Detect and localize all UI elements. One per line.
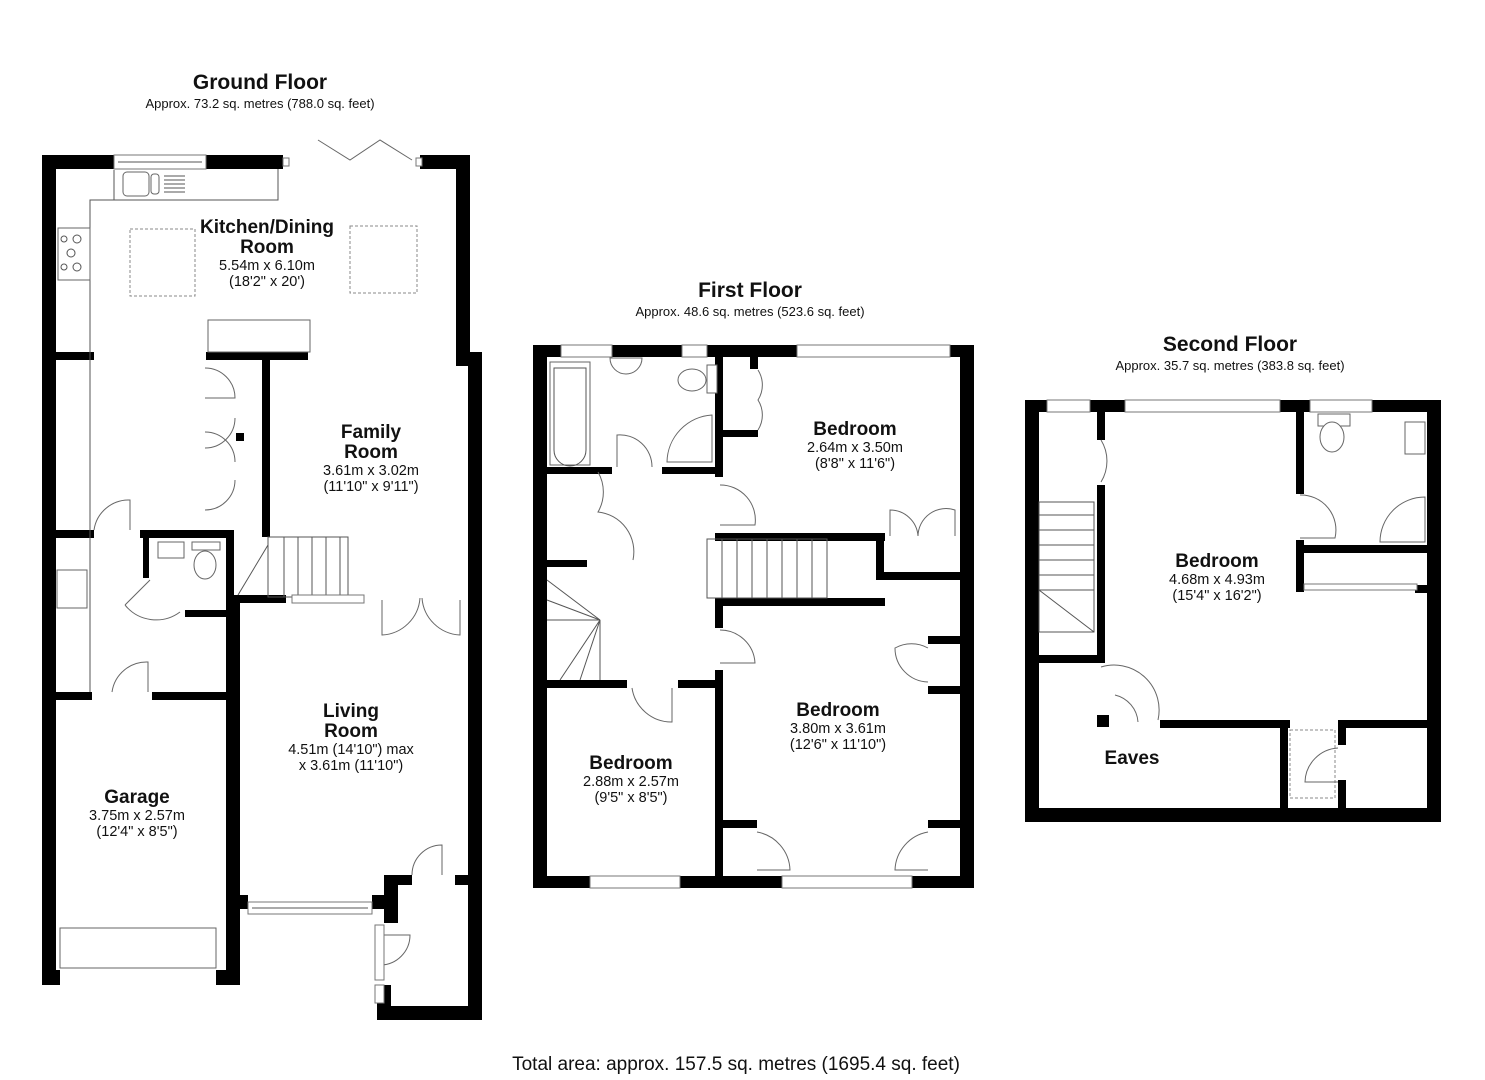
room-label-first-floor-bedroom-3: Bedroom 2.88m x 2.57m (9'5" x 8'5") — [583, 753, 679, 807]
room-label-eaves: Eaves — [1105, 749, 1160, 769]
room-name: Bedroom — [1175, 551, 1259, 572]
room-name: Room — [344, 442, 398, 463]
room-name: Room — [324, 721, 378, 742]
room-dimensions-metric: 3.75m x 2.57m — [89, 808, 185, 824]
first-floor-header: First Floor Approx. 48.6 sq. metres (523… — [635, 279, 865, 320]
room-label-family-room: Family Room 3.61m x 3.02m (11'10" x 9'11… — [323, 422, 419, 496]
room-dimensions-imperial: (12'6" x 11'10") — [789, 737, 887, 753]
ground-floor-plan — [42, 139, 482, 1020]
total-area: Total area: approx. 157.5 sq. metres (16… — [512, 1054, 960, 1075]
room-dimensions-metric: 3.61m x 3.02m — [323, 463, 419, 479]
room-dimensions-imperial: x 3.61m (11'10") — [298, 758, 404, 774]
ground-floor-area: Approx. 73.2 sq. metres (788.0 sq. feet) — [145, 96, 375, 112]
room-dimensions-imperial: (12'4" x 8'5") — [96, 824, 178, 840]
first-floor-title: First Floor — [698, 279, 802, 302]
room-dimensions-imperial: (11'10" x 9'11") — [323, 479, 419, 495]
room-dimensions-imperial: (15'4" x 16'2") — [1172, 588, 1262, 604]
room-name: Family — [340, 422, 402, 443]
room-dimensions-metric: 5.54m x 6.10m — [219, 258, 315, 274]
second-floor-area: Approx. 35.7 sq. metres (383.8 sq. feet) — [1115, 358, 1345, 374]
ground-floor-header: Ground Floor Approx. 73.2 sq. metres (78… — [145, 71, 375, 112]
room-label-living-room: Living Room 4.51m (14'10") max x 3.61m (… — [288, 701, 414, 775]
room-name: Bedroom — [813, 419, 897, 440]
room-dimensions-metric: 4.51m (14'10") max — [288, 742, 414, 758]
room-dimensions-metric: 2.64m x 3.50m — [807, 440, 903, 456]
ground-floor-title: Ground Floor — [192, 71, 328, 94]
room-name: Bedroom — [589, 753, 673, 774]
room-dimensions-metric: 3.80m x 3.61m — [790, 721, 886, 737]
room-label-first-floor-bedroom-2: Bedroom 3.80m x 3.61m (12'6" x 11'10") — [789, 700, 887, 754]
first-floor-area: Approx. 48.6 sq. metres (523.6 sq. feet) — [635, 304, 865, 320]
room-name: Bedroom — [796, 700, 880, 721]
room-label-garage: Garage 3.75m x 2.57m (12'4" x 8'5") — [89, 787, 185, 841]
room-dimensions-metric: 2.88m x 2.57m — [583, 774, 679, 790]
room-label-first-floor-bedroom-1: Bedroom 2.64m x 3.50m (8'8" x 11'6") — [807, 419, 903, 473]
room-name: Room — [240, 237, 294, 258]
second-floor-title: Second Floor — [1162, 333, 1298, 356]
second-floor-plan — [1025, 399, 1441, 822]
room-dimensions-imperial: (18'2" x 20') — [229, 274, 305, 290]
room-label-second-floor-bedroom: Bedroom 4.68m x 4.93m (15'4" x 16'2") — [1169, 551, 1265, 605]
room-name: Living — [323, 701, 379, 722]
room-dimensions-imperial: (9'5" x 8'5") — [594, 790, 668, 806]
room-dimensions-imperial: (8'8" x 11'6") — [814, 456, 896, 472]
room-name: Eaves — [1104, 748, 1160, 769]
room-dimensions-metric: 4.68m x 4.93m — [1169, 572, 1265, 588]
room-label-kitchen-dining: Kitchen/Dining Room 5.54m x 6.10m (18'2"… — [199, 217, 335, 291]
room-name: Kitchen/Dining — [199, 217, 335, 238]
first-floor-plan — [533, 344, 974, 889]
room-name: Garage — [104, 787, 170, 808]
second-floor-header: Second Floor Approx. 35.7 sq. metres (38… — [1115, 333, 1345, 374]
